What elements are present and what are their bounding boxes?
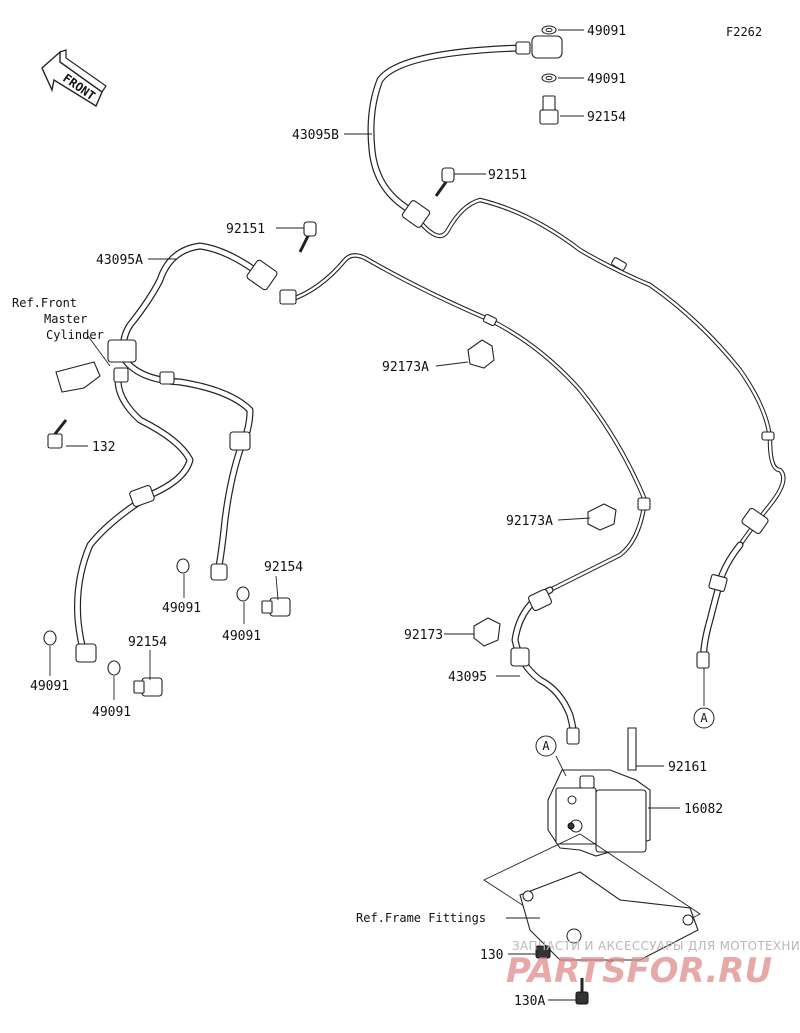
callout-92173: 92173 bbox=[404, 628, 443, 643]
callout-130: 130 bbox=[480, 948, 503, 963]
ref-front-master-line3: Cylinder bbox=[46, 328, 104, 342]
callout-43095A: 43095A bbox=[96, 253, 143, 268]
callout-43095: 43095 bbox=[448, 670, 487, 685]
diagram-code: F2262 bbox=[726, 25, 762, 39]
abs-unit-16082 bbox=[547, 727, 651, 857]
hose-43095 bbox=[510, 586, 580, 745]
marker-A-right-text: A bbox=[700, 711, 708, 725]
watermark-tagline: ЗАПЧАСТИ И АКСЕССУАРЫ ДЛЯ МОТОТЕХНИКИ bbox=[512, 939, 800, 953]
clamp-92173A-mid bbox=[587, 503, 617, 531]
clamp-92173A-top bbox=[467, 339, 495, 369]
callout-49091-top2: 49091 bbox=[587, 72, 626, 87]
callout-92173A-2: 92173A bbox=[506, 514, 553, 529]
callout-92154-low: 92154 bbox=[128, 635, 167, 650]
leader-lines bbox=[49, 29, 705, 1001]
callout-49091-low1: 49091 bbox=[30, 679, 69, 694]
callout-92151-left: 92151 bbox=[226, 222, 265, 237]
hose-43095A bbox=[119, 242, 651, 593]
callout-43095B: 43095B bbox=[292, 128, 339, 143]
marker-A-left: A bbox=[535, 735, 557, 757]
ref-front-master-line2: Master bbox=[44, 312, 87, 326]
callout-92154-top: 92154 bbox=[587, 110, 626, 125]
callout-49091-top1: 49091 bbox=[587, 24, 626, 39]
marker-A-right: A bbox=[693, 707, 715, 729]
callout-16082: 16082 bbox=[684, 802, 723, 817]
callout-49091-mid1: 49091 bbox=[162, 601, 201, 616]
callout-49091-mid2: 49091 bbox=[222, 629, 261, 644]
marker-A-left-text: A bbox=[542, 739, 550, 753]
callout-132: 132 bbox=[92, 440, 115, 455]
callout-92151-right: 92151 bbox=[488, 168, 527, 183]
bolt-92151-right bbox=[434, 167, 455, 197]
watermark-brand: PARTSFOR.RU bbox=[506, 951, 772, 991]
fittings-low-left bbox=[43, 630, 163, 697]
hose-left-lower bbox=[74, 339, 254, 663]
callout-92154-mid: 92154 bbox=[264, 560, 303, 575]
callout-92173A-1: 92173A bbox=[382, 360, 429, 375]
frame-fittings-bracket bbox=[483, 833, 701, 1005]
callout-130A: 130A bbox=[514, 994, 545, 1009]
callout-49091-low2: 49091 bbox=[92, 705, 131, 720]
fittings-mid-left bbox=[176, 558, 291, 617]
callout-92161: 92161 bbox=[668, 760, 707, 775]
ref-frame-fittings: Ref.Frame Fittings bbox=[356, 911, 486, 925]
front-arrow-icon: FRONT bbox=[41, 49, 107, 108]
bolt-92151-left bbox=[298, 221, 317, 253]
hose-43095B bbox=[367, 41, 786, 669]
clamp-92173 bbox=[473, 617, 501, 647]
bracket-master-cylinder bbox=[47, 361, 101, 449]
ref-front-master-line1: Ref.Front bbox=[12, 296, 77, 310]
banjo-fitting-top bbox=[531, 25, 563, 125]
